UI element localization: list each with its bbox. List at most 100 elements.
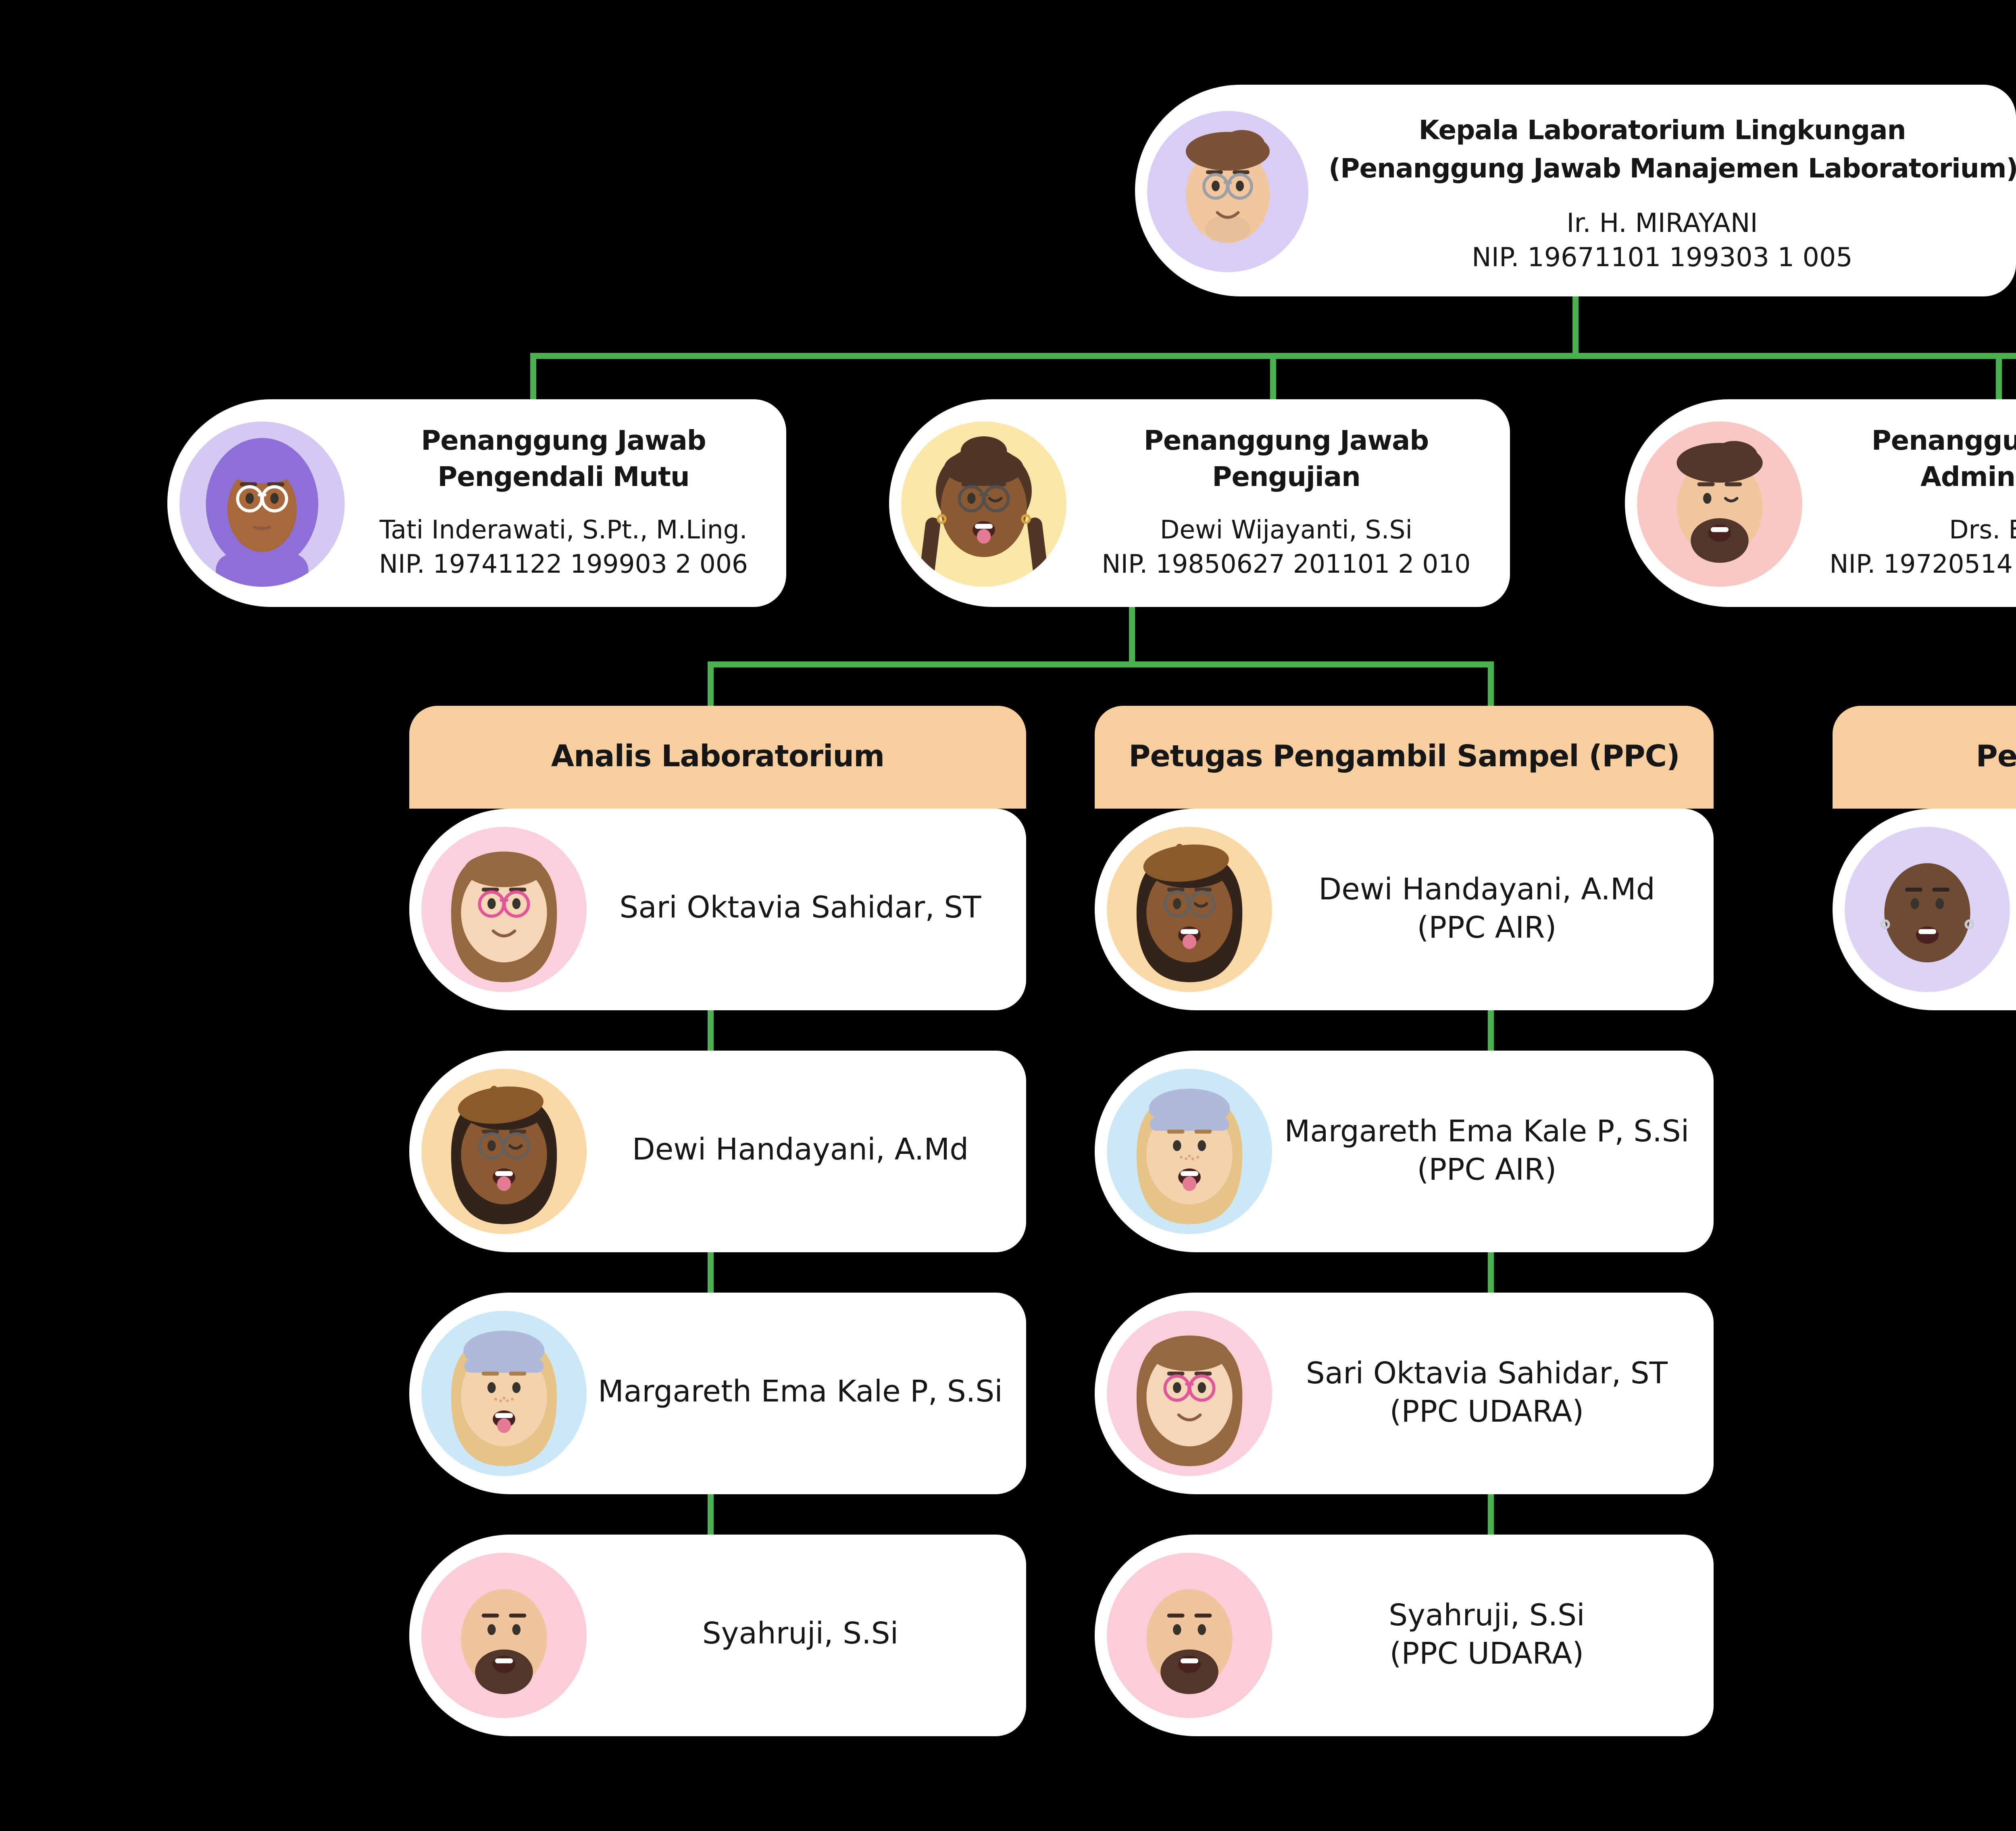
member-name-line: (PPC AIR) — [1417, 1153, 1557, 1188]
column-header-label: Analis Laboratorium — [551, 740, 885, 774]
person-name: Tati Inderawati, S.Pt., M.Ling. — [379, 514, 748, 544]
member-name-line: (PPC UDARA) — [1389, 1395, 1584, 1430]
column-header-label: Petugas Pelayanan — [1976, 740, 2016, 774]
level2-card: Penanggung JawabAdministrasiDrs. ErwinNI… — [1625, 399, 2016, 607]
avatar — [421, 1069, 587, 1234]
avatar — [1637, 420, 1802, 586]
member-name-line: Sari Oktavia Sahidar, ST — [1306, 1356, 1668, 1391]
member-card: Sari Oktavia Sahidar, ST — [409, 809, 1026, 1010]
member-name: Margareth Ema Kale P, S.Si (PPC AIR) — [1280, 1051, 1693, 1252]
role-title: Kepala Laboratorium Lingkungan (Penanggun… — [1329, 113, 2016, 190]
member-card: Dewi Handayani, A.Md — [409, 1051, 1026, 1252]
connector-line — [1571, 296, 1578, 359]
handayani-avatar-icon — [1107, 827, 1272, 992]
member-name-line: Syahruji, S.Si — [1389, 1598, 1585, 1633]
avatar — [1107, 1069, 1272, 1234]
role-title: Penanggung JawabAdministrasi — [1818, 425, 2016, 498]
connector-line — [706, 661, 1493, 667]
member-name: Margareth Ema Kale P, S.Si — [595, 1293, 1006, 1494]
erwin-avatar-icon — [1637, 420, 1802, 586]
avatar — [901, 420, 1066, 586]
member-name-line: Syahruji, S.Si — [702, 1618, 899, 1652]
margareth-avatar-icon — [421, 1311, 587, 1476]
column-header: Petugas Pelayanan — [1833, 706, 2016, 809]
column-header: Petugas Pengambil Sampel (PPC) — [1095, 706, 1714, 809]
member-card: Margareth Ema Kale P, S.Si (PPC AIR) — [1095, 1051, 1714, 1252]
member-card: Syahruji, S.Si (PPC UDARA) — [1095, 1535, 1714, 1736]
role-title-line: Pengujian — [1212, 464, 1361, 494]
member-card: Bambang PurnamaSetya Aji — [1833, 809, 2016, 1010]
member-card: Sari Oktavia Sahidar, ST (PPC UDARA) — [1095, 1293, 1714, 1494]
avatar — [1107, 827, 1272, 992]
role-title-line: Pengendali Mutu — [437, 464, 689, 494]
syahruji-avatar-icon — [1107, 1553, 1272, 1718]
column-header: Analis Laboratorium — [409, 706, 1026, 809]
person-details: Drs. ErwinNIP. 19720514 199103 1 001 — [1818, 514, 2016, 581]
avatar — [1107, 1311, 1272, 1476]
member-name-line: Sari Oktavia Sahidar, ST — [619, 892, 981, 926]
connector-line — [1487, 667, 1493, 710]
connector-line — [1487, 1248, 1493, 1297]
handayani-avatar-icon — [421, 1069, 587, 1234]
syahruji-avatar-icon — [421, 1553, 587, 1718]
connector-line — [1995, 359, 2001, 403]
avatar — [421, 827, 587, 992]
person-name: Dewi Wijayanti, S.Si — [1160, 514, 1413, 544]
connector-line — [1487, 1490, 1493, 1539]
connector-line — [529, 359, 535, 403]
tati-avatar-icon — [179, 420, 345, 586]
member-name-line: Margareth Ema Kale P, S.Si — [1284, 1114, 1689, 1149]
member-name: Dewi Handayani, A.Md — [595, 1051, 1006, 1252]
person-nip: NIP. 19720514 199103 1 001 — [1829, 547, 2016, 578]
member-card: Syahruji, S.Si — [409, 1535, 1026, 1736]
person-name: Ir. H. MIRAYANI — [1566, 210, 1758, 240]
role-title-line: (Penanggung Jawab Manajemen Laboratorium… — [1329, 155, 2016, 186]
sari-avatar-icon — [421, 827, 587, 992]
connector-line — [1487, 1006, 1493, 1055]
sari-avatar-icon — [1107, 1311, 1272, 1476]
person-name: Drs. Erwin — [1949, 514, 2016, 544]
bambang-avatar-icon — [1845, 827, 2010, 992]
role-title-line: Penanggung Jawab — [1871, 428, 2016, 458]
person-nip: NIP. 19850627 201101 2 010 — [1102, 547, 1471, 578]
connector-line — [529, 353, 2016, 359]
root-card: Kepala Laboratorium Lingkungan (Penanggun… — [1135, 85, 2016, 296]
connector-line — [706, 667, 713, 710]
connector-line — [706, 1490, 713, 1539]
connector-line — [706, 1248, 713, 1297]
member-name-line: (PPC AIR) — [1417, 911, 1557, 946]
role-title-line: Penanggung Jawab — [1143, 428, 1429, 458]
member-card: Margareth Ema Kale P, S.Si — [409, 1293, 1026, 1494]
connector-line — [1269, 359, 1275, 403]
member-name-line: (PPC UDARA) — [1389, 1637, 1584, 1672]
wijayanti-avatar-icon — [901, 420, 1066, 586]
member-name: Syahruji, S.Si (PPC UDARA) — [1280, 1535, 1693, 1736]
member-name: Syahruji, S.Si — [595, 1535, 1006, 1736]
person-details: Tati Inderawati, S.Pt., M.Ling.NIP. 1974… — [361, 514, 766, 581]
member-name: Dewi Handayani, A.Md (PPC AIR) — [1280, 809, 1693, 1010]
member-name: Sari Oktavia Sahidar, ST — [595, 809, 1006, 1010]
member-name-line: Margareth Ema Kale P, S.Si — [598, 1376, 1003, 1410]
avatar — [421, 1311, 587, 1476]
role-title-line: Penanggung Jawab — [421, 428, 706, 458]
margareth-avatar-icon — [1107, 1069, 1272, 1234]
member-name: Sari Oktavia Sahidar, ST (PPC UDARA) — [1280, 1293, 1693, 1494]
connector-line — [706, 1006, 713, 1055]
member-name-line: Dewi Handayani, A.Md — [1318, 872, 1655, 907]
role-title-line: Kepala Laboratorium Lingkungan — [1418, 117, 1906, 147]
avatar — [1107, 1553, 1272, 1718]
avatar — [179, 420, 345, 586]
person-nip: NIP. 19671101 199303 1 005 — [1472, 244, 1853, 274]
avatar — [421, 1553, 587, 1718]
avatar — [1845, 827, 2010, 992]
member-card: Dewi Handayani, A.Md (PPC AIR) — [1095, 809, 1714, 1010]
person-nip: NIP. 19741122 199903 2 006 — [379, 547, 748, 578]
member-name-line: Dewi Handayani, A.Md — [632, 1134, 969, 1168]
connector-line — [1128, 603, 1134, 667]
